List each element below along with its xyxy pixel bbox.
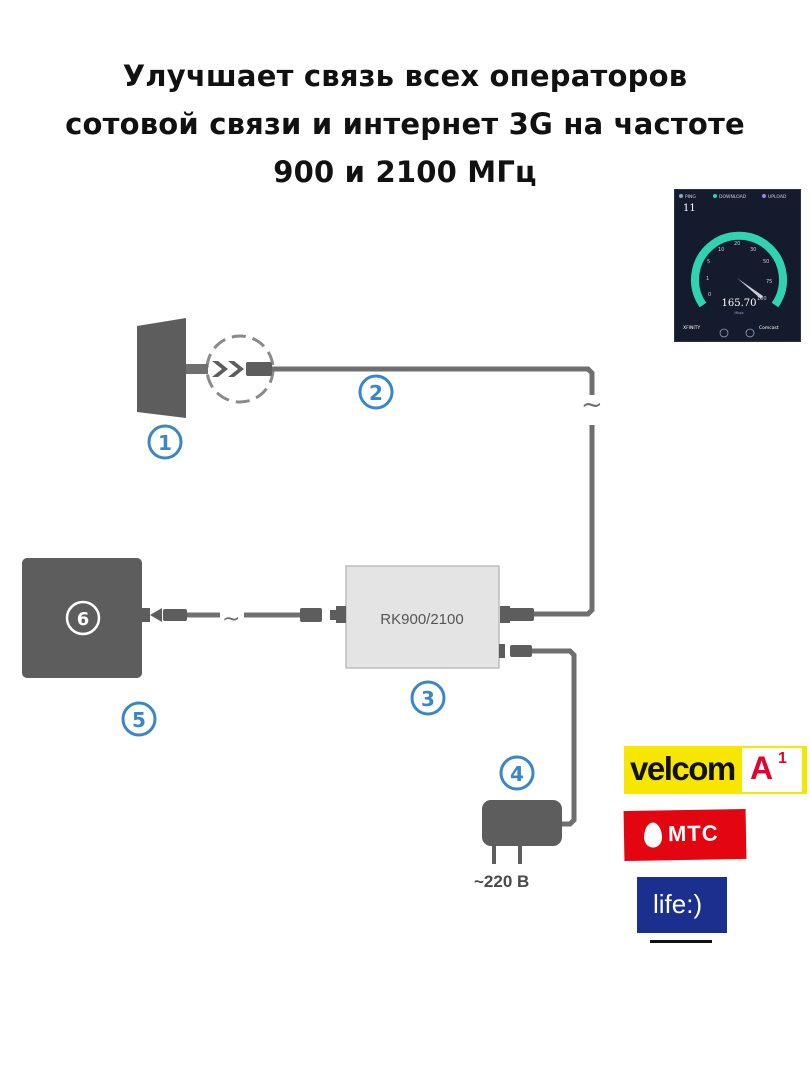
svg-text:1: 1 [158, 431, 172, 455]
outdoor-antenna [137, 318, 186, 418]
power-cable [532, 648, 577, 827]
svg-text:6: 6 [77, 609, 90, 630]
download-label: DOWNLOAD [719, 194, 747, 200]
svg-text:30: 30 [750, 247, 756, 253]
power-voltage-label: ~220 В [474, 872, 530, 891]
callout-5: 5 [121, 701, 157, 737]
svg-text:75: 75 [766, 279, 772, 285]
callout-6 [65, 600, 101, 636]
title-line-2: сотовой связи и интернет 3G на частоте [65, 107, 745, 141]
ping-label: PING [685, 194, 696, 200]
svg-text:5: 5 [132, 708, 146, 732]
device-model-label: RK900/2100 [380, 611, 463, 628]
life-wordmark: life:) [653, 889, 703, 919]
callout-2: 2 [358, 374, 394, 410]
callout-4: 4 [499, 755, 535, 791]
title-line-3: 900 и 2100 МГц [273, 155, 537, 189]
a1-logo: A 1 [742, 748, 802, 792]
speed-gauge-fill [691, 231, 787, 308]
svg-text:Mbps: Mbps [734, 311, 743, 315]
speed-value: 165.70 [722, 298, 757, 309]
divider-line [650, 940, 712, 943]
svg-text:20: 20 [734, 241, 740, 247]
svg-text:1: 1 [706, 276, 709, 282]
amplifier-input-connector [508, 608, 534, 621]
isp-right: Comcast [759, 325, 779, 331]
svg-text:5: 5 [707, 259, 710, 265]
ping-value: 11 [683, 203, 696, 214]
isp-left: XFINITY [683, 325, 700, 331]
life-logo: life:) [637, 877, 727, 933]
power-adapter [482, 800, 562, 846]
power-connector [510, 645, 532, 657]
svg-text:4: 4 [510, 762, 524, 786]
svg-text:3: 3 [421, 687, 435, 711]
indoor-cable: ~ [142, 607, 322, 632]
gauge-needle [737, 278, 763, 299]
title-line-1: Улучшает связь всех операторов [122, 59, 688, 93]
velcom-wordmark: velcom [630, 750, 736, 787]
mts-wordmark: МТС [667, 820, 719, 847]
mts-egg-icon [643, 822, 663, 848]
svg-text:50: 50 [763, 259, 769, 265]
velcom-a1-logo: velcom A 1 [624, 746, 807, 794]
page-title: Улучшает связь всех операторов сотовой с… [0, 52, 810, 196]
indoor-antenna [22, 558, 142, 678]
callout-1: 1 [147, 424, 183, 460]
amplifier-output-connector [330, 610, 337, 620]
antenna-cable-lower [530, 425, 595, 617]
speedtest-panel: PING DOWNLOAD UPLOAD 11 0 1 5 10 20 30 5… [674, 189, 801, 342]
callout-3: 3 [410, 680, 446, 716]
antenna-cable [272, 366, 595, 395]
cable-break-tilde: ~ [581, 390, 603, 420]
upload-label: UPLOAD [768, 194, 787, 200]
antenna-connector [186, 361, 272, 377]
mts-logo: МТС [623, 808, 747, 862]
svg-text:~: ~ [222, 607, 240, 632]
svg-text:10: 10 [718, 247, 724, 253]
svg-text:2: 2 [369, 381, 383, 405]
svg-text:100: 100 [757, 296, 767, 302]
svg-text:0: 0 [708, 292, 711, 298]
